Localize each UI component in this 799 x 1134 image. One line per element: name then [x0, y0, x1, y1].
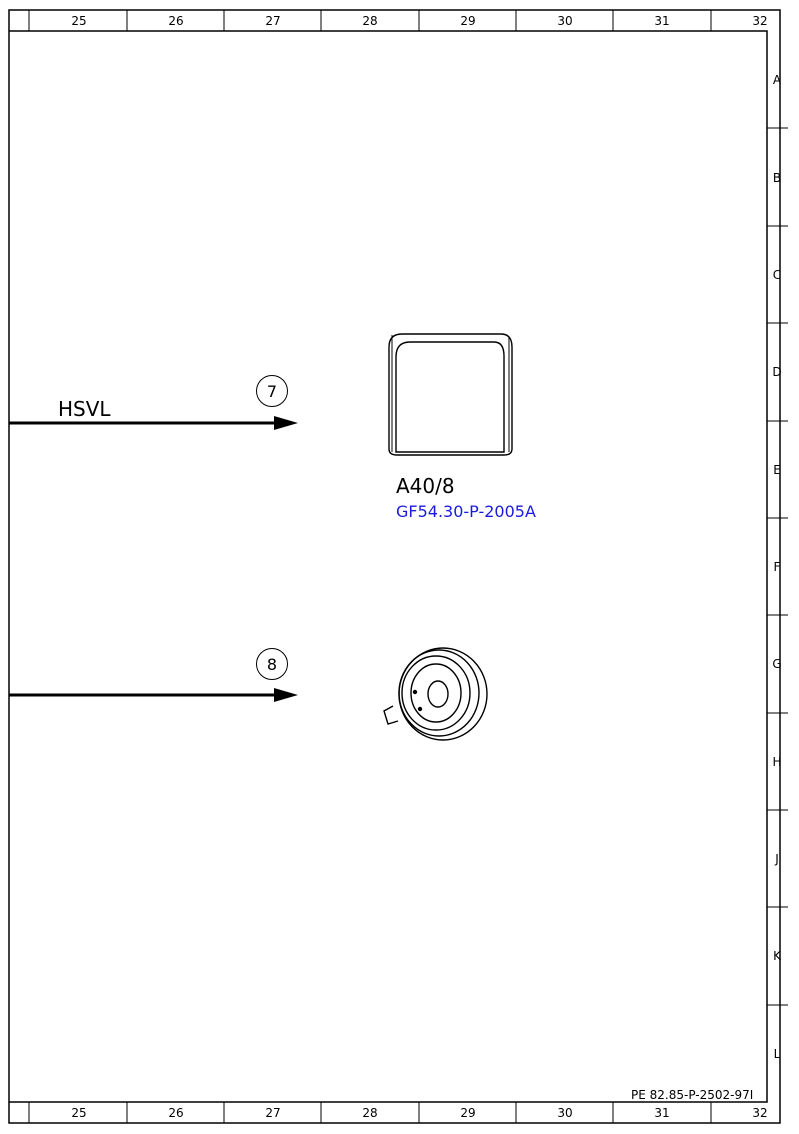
column-label: 26	[168, 14, 184, 28]
bottom-column-dividers	[28, 1102, 712, 1123]
column-label: 30	[557, 14, 573, 28]
column-label: 30	[557, 1106, 573, 1120]
arrow-head-icon	[274, 688, 298, 702]
arrow-head-icon	[274, 416, 298, 430]
display-unit-icon[interactable]	[388, 333, 513, 456]
column-label: 27	[265, 1106, 281, 1120]
row-label: H	[772, 755, 782, 769]
row-label: A	[772, 73, 782, 87]
connection-bubble-8[interactable]: 8	[256, 648, 288, 680]
row-dividers	[767, 127, 788, 1006]
row-label: K	[773, 949, 781, 963]
row-label: F	[773, 560, 781, 574]
column-label: 25	[71, 14, 87, 28]
signal-line-8	[9, 688, 298, 702]
row-label: G	[772, 657, 782, 671]
row-label: D	[772, 365, 782, 379]
row-label: E	[773, 463, 781, 477]
component-id: A40/8	[396, 474, 455, 498]
connection-bubble-7[interactable]: 7	[256, 375, 288, 407]
inner-border	[9, 30, 768, 1103]
column-label: 31	[654, 14, 670, 28]
column-label: 29	[460, 14, 476, 28]
row-label: L	[773, 1047, 781, 1061]
row-label: C	[772, 268, 782, 282]
column-label: 25	[71, 1106, 87, 1120]
outer-border	[8, 9, 781, 1124]
top-column-dividers	[28, 10, 712, 31]
row-label: J	[775, 852, 779, 866]
document-id: PE 82.85-P-2502-97I	[631, 1088, 754, 1102]
round-speaker-icon[interactable]	[383, 647, 488, 741]
column-label: 32	[752, 1106, 768, 1120]
row-label: B	[772, 171, 782, 185]
column-label: 28	[362, 1106, 378, 1120]
signal-line-7	[9, 416, 298, 430]
column-label: 31	[654, 1106, 670, 1120]
column-label: 28	[362, 14, 378, 28]
column-label: 32	[752, 14, 768, 28]
component-document-link[interactable]: GF54.30-P-2005A	[396, 502, 536, 521]
column-label: 29	[460, 1106, 476, 1120]
column-label: 26	[168, 1106, 184, 1120]
column-label: 27	[265, 14, 281, 28]
net-label-hsvl: HSVL	[58, 397, 111, 421]
